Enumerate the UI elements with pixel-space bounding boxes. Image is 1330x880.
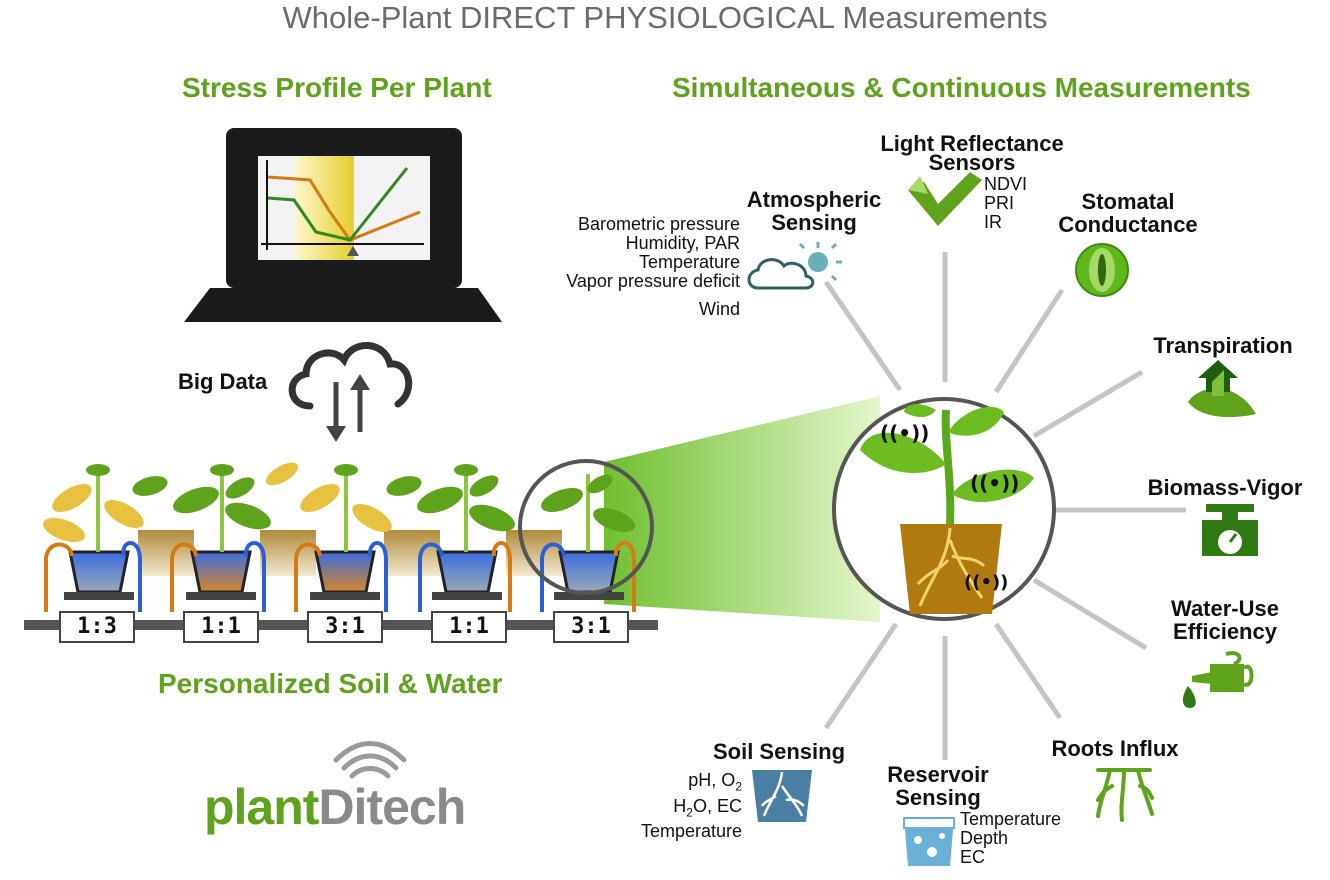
ratio-display: 3:1 xyxy=(571,614,611,639)
sensor-rays xyxy=(823,252,1186,760)
reservoir-item: Temperature xyxy=(960,809,1062,829)
stress-profile-heading: Stress Profile Per Plant xyxy=(182,72,492,103)
light-items: NDVI PRI IR xyxy=(984,175,1027,232)
laptop-icon xyxy=(184,128,502,322)
logo-signal-icon xyxy=(333,741,407,779)
transpiration-label: Transpiration xyxy=(1153,333,1293,358)
plantditech-logo: plantDitech xyxy=(204,778,466,836)
light-reflectance-label: Light Reflectance Sensors xyxy=(862,132,1082,174)
svg-text:((•)): ((•)) xyxy=(970,471,1019,495)
stomatal-line1: Stomatal xyxy=(1081,189,1175,214)
ratio-display: 1:1 xyxy=(449,614,489,639)
plant-row xyxy=(24,459,658,643)
soil-label: Soil Sensing xyxy=(712,739,846,764)
reservoir-line1: Reservoir xyxy=(887,762,989,787)
logo-part-di: Di xyxy=(318,779,367,835)
ratio-display: 3:1 xyxy=(325,614,365,639)
soil-item-subscript: 2 xyxy=(735,779,742,794)
soil-item-text: H xyxy=(673,795,687,816)
page-title: Whole-Plant DIRECT PHYSIOLOGICAL Measure… xyxy=(282,0,1048,35)
reservoir-icon xyxy=(903,817,955,866)
soil-pot-icon xyxy=(752,770,812,822)
soil-item-text: pH, O xyxy=(688,770,736,790)
atmospheric-item: Barometric pressure xyxy=(577,214,740,234)
soil-item: pH, O2 xyxy=(600,771,742,797)
logo-part-tech: tech xyxy=(366,779,466,835)
light-reflectance-line2: Sensors xyxy=(928,150,1016,175)
soil-items: pH, O2 H2O, EC Temperature xyxy=(600,771,742,841)
roots-icon xyxy=(1096,768,1154,822)
roots-label: Roots Influx xyxy=(1051,736,1179,761)
wue-line1: Water-Use xyxy=(1171,596,1279,621)
reservoir-items: Temperature Depth EC xyxy=(960,810,1061,867)
atmospheric-item: Humidity, PAR xyxy=(625,233,740,253)
biomass-label: Biomass-Vigor xyxy=(1147,475,1303,500)
transpiration-icon xyxy=(1188,360,1256,418)
atmospheric-label: Atmospheric Sensing xyxy=(734,188,894,234)
soil-item: Temperature xyxy=(640,821,742,842)
reservoir-item: EC xyxy=(960,847,986,867)
atmospheric-label-line1: Atmospheric xyxy=(746,187,882,212)
wue-label: Water-Use Efficiency xyxy=(1140,597,1310,643)
light-item: PRI xyxy=(984,193,1015,213)
zoomed-plant: ((•)) ((•)) ((•)) xyxy=(832,397,1056,621)
reflectance-icon xyxy=(908,172,982,226)
light-item: IR xyxy=(984,212,1002,232)
atmospheric-item: Temperature xyxy=(638,252,740,272)
atmospheric-item: Vapor pressure deficit xyxy=(566,271,740,291)
reservoir-line2: Sensing xyxy=(895,785,981,810)
svg-text:((•)): ((•)) xyxy=(964,572,1008,593)
scale-icon xyxy=(1202,504,1258,556)
soil-item: H2O, EC xyxy=(600,795,742,823)
ratio-display: 1:1 xyxy=(201,614,241,639)
atmospheric-items: Barometric pressure Humidity, PAR Temper… xyxy=(500,215,740,319)
light-reflectance-line1: Light Reflectance xyxy=(880,131,1064,156)
big-data-label: Big Data xyxy=(178,369,268,394)
atmospheric-item: Wind xyxy=(698,299,740,319)
weather-icon xyxy=(747,242,842,290)
light-item: NDVI xyxy=(984,174,1028,194)
reservoir-item: Depth xyxy=(960,828,1009,848)
ratio-display: 1:3 xyxy=(77,614,117,639)
zoom-beam xyxy=(604,396,880,622)
cloud-sync-icon xyxy=(288,342,413,442)
measurements-heading: Simultaneous & Continuous Measurements xyxy=(672,72,1251,103)
stomatal-line2: Conductance xyxy=(1058,212,1198,237)
reservoir-label: Reservoir Sensing xyxy=(876,763,1000,809)
stomata-icon xyxy=(1075,243,1129,297)
atmospheric-label-line2: Sensing xyxy=(771,210,857,235)
watering-can-icon xyxy=(1182,651,1254,708)
personalized-heading: Personalized Soil & Water xyxy=(158,668,503,699)
wue-line2: Efficiency xyxy=(1173,619,1277,644)
soil-item-subscript: 2 xyxy=(686,805,693,820)
stomatal-label: Stomatal Conductance xyxy=(1046,190,1210,236)
logo-part-plant: plant xyxy=(204,779,319,835)
svg-text:((•)): ((•)) xyxy=(880,421,929,445)
soil-item-text: O, EC xyxy=(692,795,742,816)
